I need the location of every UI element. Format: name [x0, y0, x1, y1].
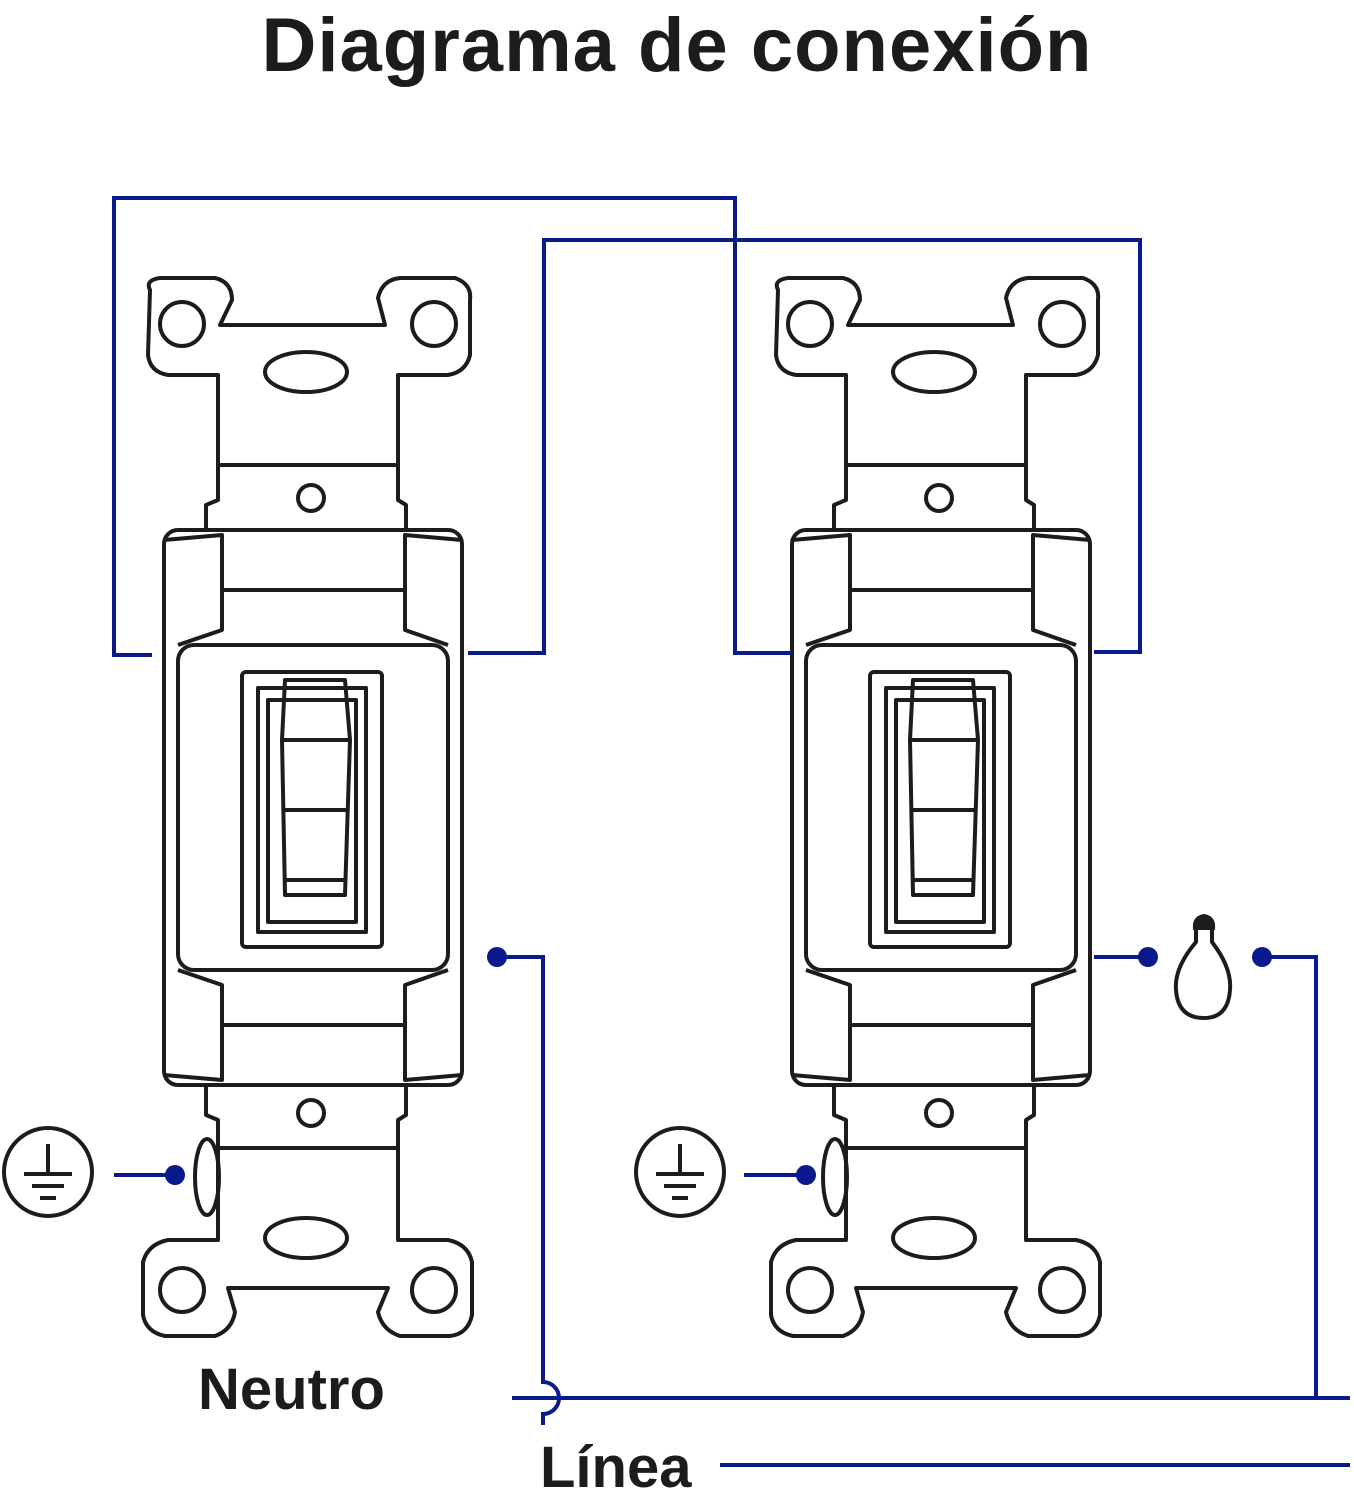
terminal-dot	[1252, 947, 1272, 967]
traveler-wire-1	[112, 196, 792, 657]
switch-right	[769, 276, 1102, 1338]
terminal-dot	[487, 947, 507, 967]
wires	[112, 196, 1350, 1467]
diagram-title: Diagrama de conexión	[261, 3, 1093, 88]
traveler-wire-2	[468, 238, 1142, 655]
neutral-label: Neutro	[198, 1357, 385, 1422]
switch-left	[141, 276, 474, 1338]
terminal-dot	[165, 1165, 185, 1185]
light-bulb-icon	[1173, 913, 1233, 1021]
ground-symbol-icon	[2, 1126, 94, 1218]
ground-symbol-icon	[634, 1126, 726, 1218]
line-label: Línea	[540, 1435, 692, 1500]
terminals	[165, 947, 1272, 1185]
terminal-dot	[1138, 947, 1158, 967]
terminal-dot	[796, 1165, 816, 1185]
bulb-to-neutral-wire	[1262, 955, 1318, 1398]
line-feed-wire	[497, 955, 561, 1425]
